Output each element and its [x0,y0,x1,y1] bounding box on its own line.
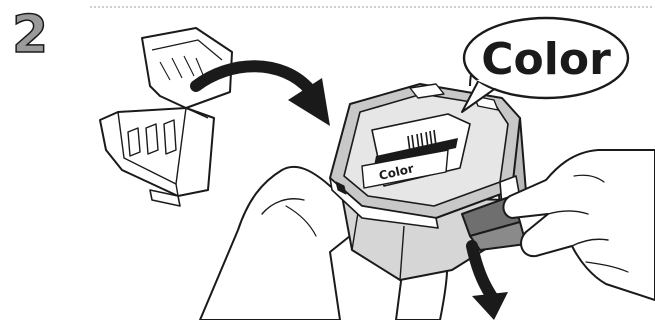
curved-arrow-down-icon [472,246,508,320]
right-hand [503,150,655,300]
ink-cartridge [330,84,526,280]
step-number: 2 [12,5,48,65]
protective-cap [100,28,232,206]
callout-label: Color [481,34,611,85]
